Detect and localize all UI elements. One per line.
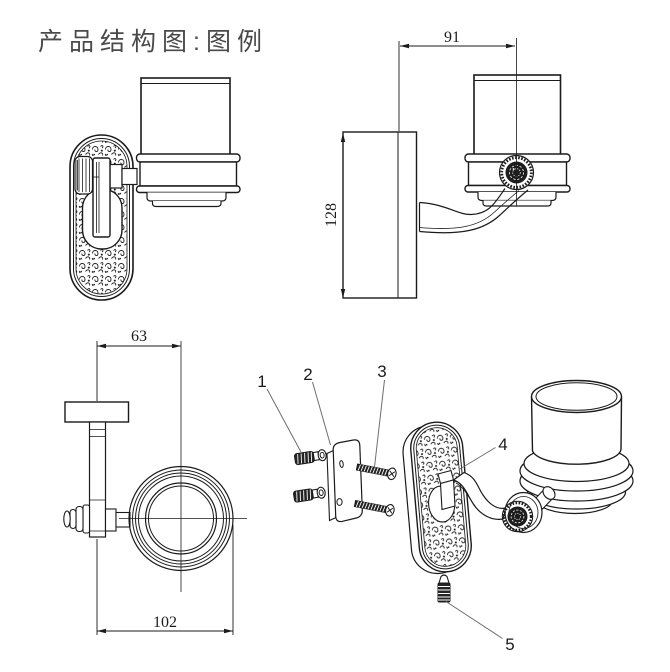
page-title: 产品结构图:图例 xyxy=(38,28,268,56)
exploded-anchor-lower xyxy=(292,486,326,503)
exploded-backplate xyxy=(402,421,556,575)
curved-arm xyxy=(418,188,529,234)
view-plan: 63 102 xyxy=(63,328,247,635)
dim-128: 128 xyxy=(323,133,346,298)
exploded-screw-upper xyxy=(355,463,397,481)
wall-plate-side xyxy=(342,131,418,299)
dim-63: 63 xyxy=(96,328,181,401)
connector-plan xyxy=(104,508,131,532)
knob-plan xyxy=(63,504,91,534)
exploded-arm xyxy=(437,469,507,520)
holder-ring-side xyxy=(464,153,571,207)
exploded-screw-lower xyxy=(353,499,395,517)
arm-front xyxy=(92,157,138,238)
part-label-4: 4 xyxy=(498,435,507,454)
part-label-5: 5 xyxy=(505,635,514,654)
wall-plate-plan xyxy=(64,401,130,423)
dim-depth-label: 102 xyxy=(153,614,177,631)
exploded-rosette xyxy=(501,500,534,533)
dim-91: 91 xyxy=(398,29,515,131)
stem-plan xyxy=(88,421,107,538)
exploded-cup-holder xyxy=(519,379,634,515)
leader-lines xyxy=(266,379,503,639)
part-label-2: 2 xyxy=(303,365,312,384)
part-label-3: 3 xyxy=(377,362,386,381)
exploded-mounting-plate xyxy=(326,439,363,523)
view-side-elevation: 91 128 xyxy=(323,29,571,299)
holder-ring xyxy=(135,153,241,208)
dim-height-label: 128 xyxy=(323,203,340,227)
exploded-set-screw xyxy=(437,574,451,603)
knob-edge xyxy=(74,155,94,195)
dim-width-label: 91 xyxy=(444,29,460,46)
part-label-1: 1 xyxy=(257,372,266,391)
cup xyxy=(140,77,231,156)
exploded-anchor-upper xyxy=(293,449,327,466)
view-exploded: 1 2 3 4 5 xyxy=(257,362,634,654)
dim-offset-label: 63 xyxy=(131,328,147,345)
dim-102: 102 xyxy=(96,525,234,635)
cup-side xyxy=(473,74,562,157)
view-left-elevation xyxy=(69,77,241,301)
